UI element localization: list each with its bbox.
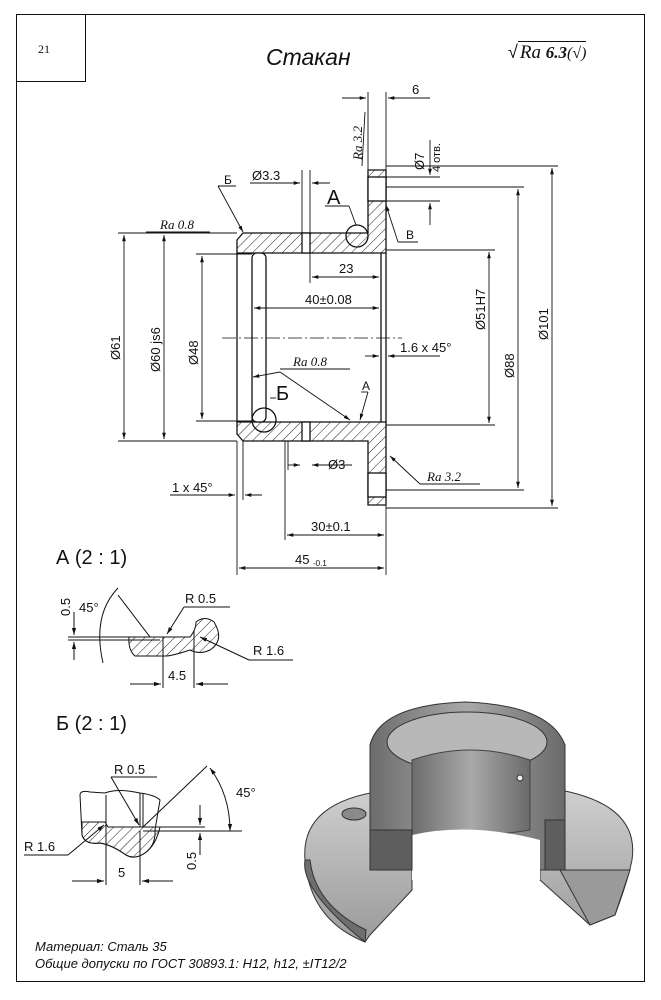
dim-d48: Ø48 bbox=[186, 340, 201, 365]
detail-b-angle: 45° bbox=[236, 785, 256, 800]
main-view-labels: 6 Ø7 4 отв. Ø3.3 Ø3 Ø61 Ø60 js6 Ø48 Ø51H… bbox=[108, 82, 551, 568]
callout-a: А bbox=[327, 187, 341, 209]
dim-flange-width: 6 bbox=[412, 82, 419, 97]
dim-len23: 23 bbox=[339, 261, 353, 276]
callout-v: В bbox=[406, 228, 414, 242]
roughness-suffix: (√) bbox=[567, 45, 587, 62]
callout-a-small: А bbox=[362, 379, 370, 393]
dim-d88: Ø88 bbox=[502, 353, 517, 378]
callout-b: Б bbox=[276, 383, 289, 405]
dimension-lines bbox=[118, 92, 558, 575]
flange-hole-bottom bbox=[367, 472, 387, 498]
detail-a-angle: 45° bbox=[79, 600, 99, 615]
page-number: 21 bbox=[38, 42, 50, 56]
ra08-inner: Ra 0.8 bbox=[292, 354, 327, 369]
detail-b-depth: 0.5 bbox=[184, 852, 199, 870]
general-roughness: √Ra 6.3(√) bbox=[508, 41, 587, 64]
dim-len45: 45 bbox=[295, 552, 309, 567]
ra32-top: Ra 3.2 bbox=[350, 126, 365, 161]
material-note: Материал: Сталь 35 bbox=[35, 939, 167, 954]
dim-d61: Ø61 bbox=[108, 335, 123, 360]
detail-b-r16: R 1.6 bbox=[24, 839, 55, 854]
detail-b: Б (2 : 1) R 0.5 R 1.6 5 0.5 bbox=[24, 713, 256, 885]
roughness-sqrt-icon: √ bbox=[508, 42, 518, 62]
dim-len30: 30±0.1 bbox=[311, 519, 351, 534]
notes-block: Материал: Сталь 35 Общие допуски по ГОСТ… bbox=[35, 938, 347, 972]
dim-len40: 40±0.08 bbox=[305, 292, 352, 307]
page-number-box bbox=[16, 14, 86, 82]
ra08-outer: Ra 0.8 bbox=[159, 217, 194, 232]
dim-hole-flange: Ø7 bbox=[412, 153, 427, 170]
tolerance-note: Общие допуски по ГОСТ 30893.1: H12, h12,… bbox=[35, 956, 347, 971]
callout-b-small: Б bbox=[224, 173, 232, 187]
detail-a-r05: R 0.5 bbox=[185, 591, 216, 606]
dim-chamfer-inner: 1.6 x 45° bbox=[400, 340, 451, 355]
detail-a-r16: R 1.6 bbox=[253, 643, 284, 658]
detail-b-title: Б (2 : 1) bbox=[56, 713, 127, 735]
dim-d60: Ø60 js6 bbox=[148, 327, 163, 372]
inner-groove bbox=[251, 252, 267, 423]
dim-hole-count: 4 отв. bbox=[431, 143, 443, 172]
section-bottom-wall bbox=[236, 421, 387, 506]
ra32-bottom: Ra 3.2 bbox=[426, 469, 461, 484]
detail-a-len: 4.5 bbox=[168, 668, 186, 683]
dim-len45-tol: -0.1 bbox=[313, 559, 327, 568]
flange-hole-top bbox=[367, 176, 387, 202]
roughness-value: 6.3 bbox=[545, 43, 567, 62]
detail-a: А (2 : 1) R 0.5 R 1.6 4.5 0.5 45° bbox=[56, 547, 293, 688]
dim-chamfer-outer: 1 x 45° bbox=[172, 480, 213, 495]
detail-b-len: 5 bbox=[118, 865, 125, 880]
dim-hole-small-top: Ø3.3 bbox=[252, 168, 280, 183]
drawing-frame bbox=[16, 14, 645, 982]
detail-b-r05: R 0.5 bbox=[114, 762, 145, 777]
roughness-label: Ra bbox=[519, 42, 541, 63]
detail-a-title: А (2 : 1) bbox=[56, 547, 127, 569]
main-section-view bbox=[222, 169, 402, 506]
dim-d101: Ø101 bbox=[536, 308, 551, 340]
dim-d51: Ø51H7 bbox=[473, 289, 488, 330]
isometric-view bbox=[304, 701, 634, 943]
dim-hole-small-bottom: Ø3 bbox=[328, 457, 345, 472]
detail-a-depth: 0.5 bbox=[58, 598, 73, 616]
drawing-title: Стакан bbox=[266, 44, 351, 70]
